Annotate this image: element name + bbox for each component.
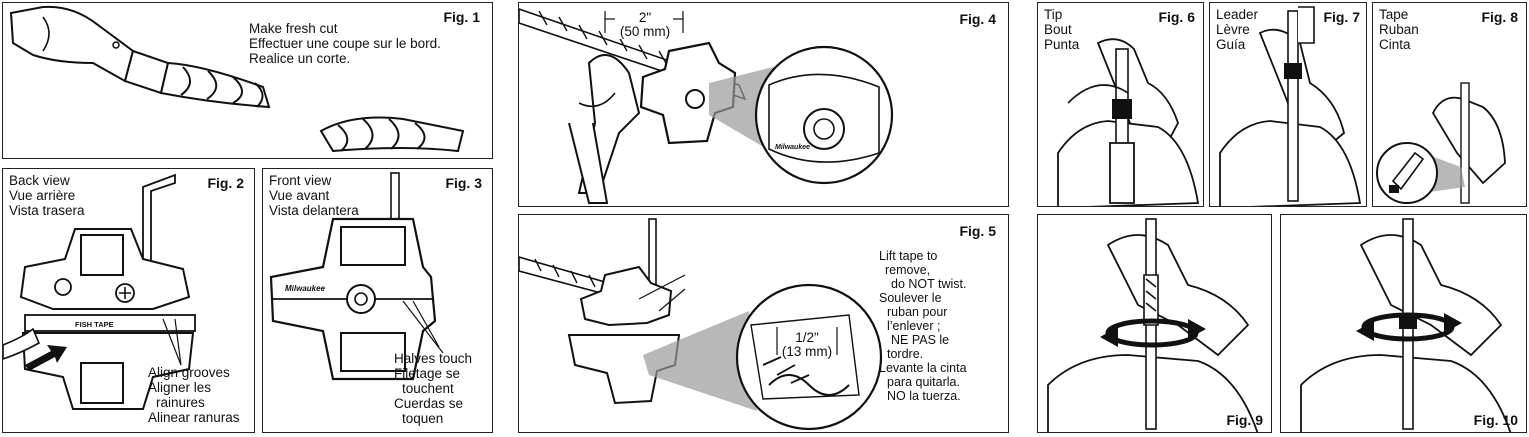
fig5-label: Fig. 5 — [959, 223, 996, 239]
fig2-label: Fig. 2 — [207, 175, 244, 191]
fig1-illustration — [9, 5, 465, 153]
fig7-label: Fig. 7 — [1323, 9, 1360, 25]
fig5-instruction: Lift tape to remove, do NOT twist. Soule… — [879, 249, 967, 403]
fig3-illustration: Milwaukee — [269, 172, 444, 381]
fig3-logo: Milwaukee — [285, 284, 326, 293]
fig5-illustration — [519, 218, 883, 431]
figure-10-panel: Fig. 10 — [1280, 214, 1527, 433]
fig10-label: Fig. 10 — [1473, 412, 1518, 428]
fig4-illustration: Milwaukee — [519, 8, 894, 204]
fig6-illustration — [1057, 38, 1200, 206]
figure-9-panel: Fig. 9 — [1037, 214, 1272, 433]
fig4-logo: Milwaukee — [775, 144, 810, 151]
fig6-label: Fig. 6 — [1158, 9, 1195, 25]
fig8-label: Fig. 8 — [1481, 9, 1518, 25]
figure-5-panel: 1/2"(13 mm) Fig. 5 Lift tape to remove, … — [518, 214, 1009, 433]
fig3-label: Fig. 3 — [445, 175, 482, 191]
fig2-illustration: FISH TAPE — [3, 173, 196, 410]
fig5-dimension: 1/2"(13 mm) — [781, 330, 833, 359]
fig3-callout: Halves touch Filetage se touchent Cuerda… — [394, 351, 473, 426]
fig8-illustration — [1376, 82, 1506, 204]
figure-4-panel: Milwaukee 2"(50 mm) Fig. 4 — [518, 2, 1009, 207]
fig7-illustration — [1219, 6, 1362, 206]
fig1-label: Fig. 1 — [443, 9, 480, 25]
fig4-label: Fig. 4 — [959, 11, 996, 27]
fig9-label: Fig. 9 — [1226, 412, 1263, 428]
fig4-dimension: 2"(50 mm) — [617, 11, 673, 39]
fig2-callout: Align grooves Aligner les rainures Aline… — [148, 365, 240, 425]
fig2-tape-text: FISH TAPE — [75, 320, 114, 329]
fig10-illustration — [1300, 218, 1512, 432]
fig9-illustration — [1047, 218, 1259, 432]
